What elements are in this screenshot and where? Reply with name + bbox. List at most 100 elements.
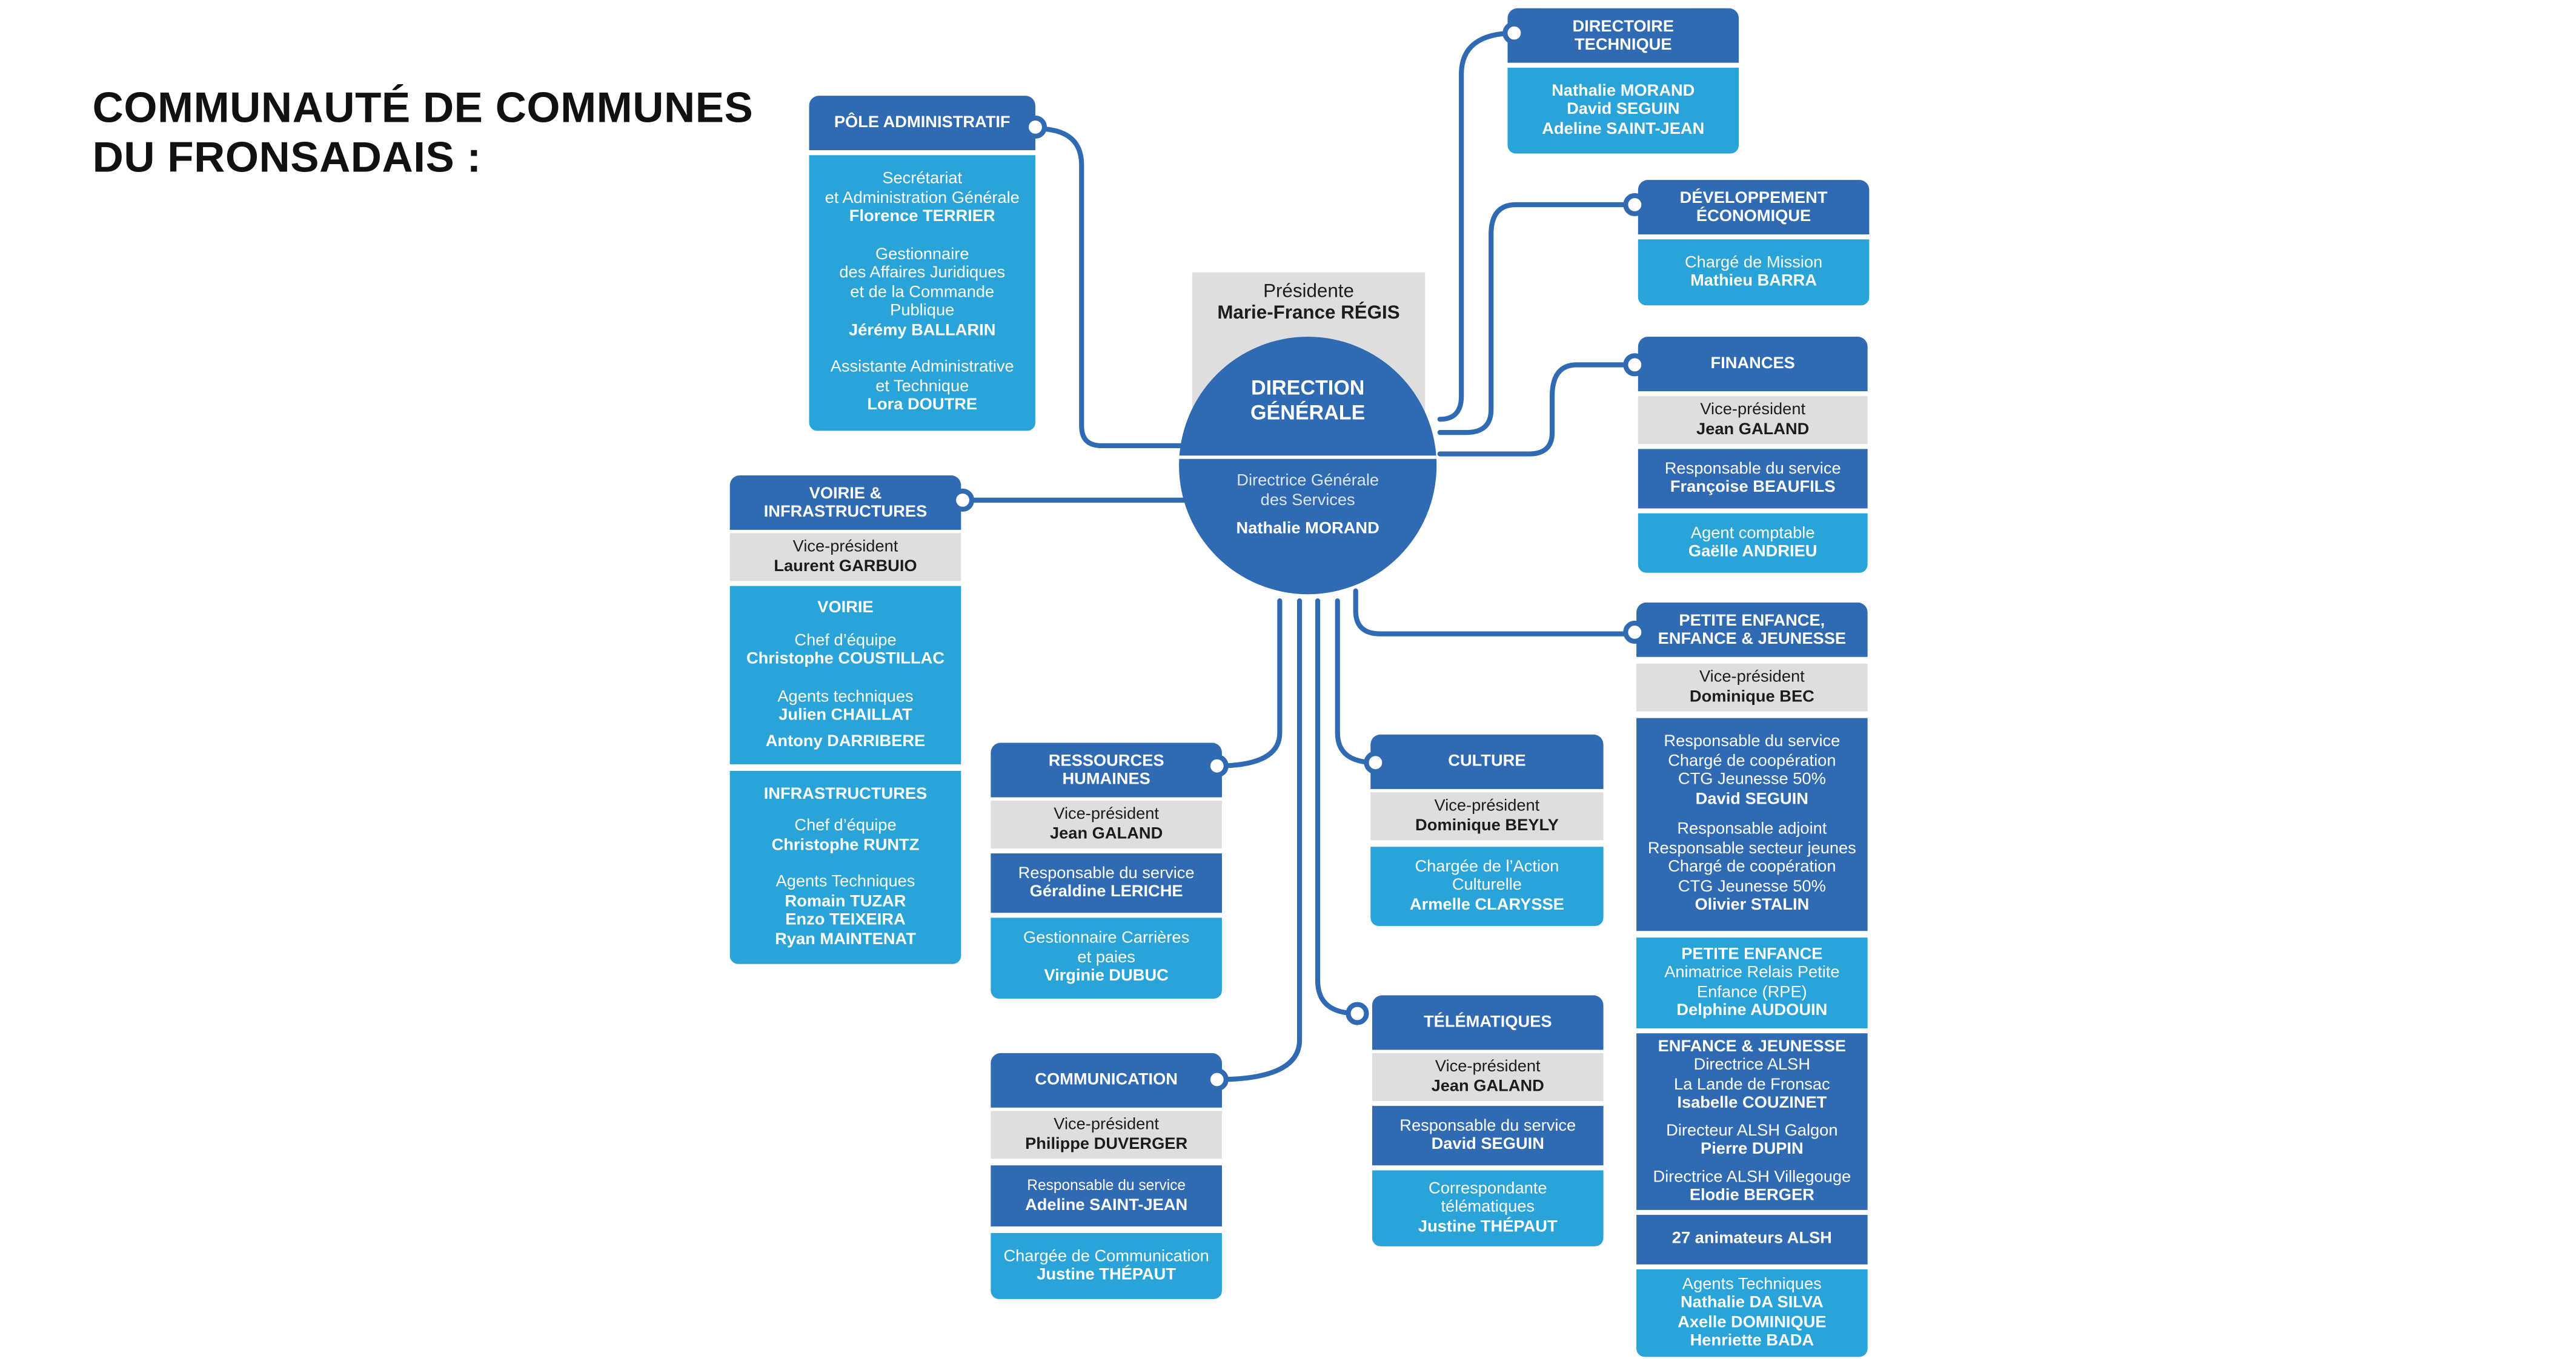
pole-admin-title: PÔLE ADMINISTRATIF (834, 114, 1011, 133)
pole-admin-name: Florence TERRIER (849, 208, 995, 227)
voirie-name: Antony DARRIBERE (765, 732, 926, 750)
culture-vp-name: Dominique BEYLY (1415, 816, 1559, 835)
rh-resp-role: Responsable du service (1018, 864, 1195, 882)
telematiques-header: TÉLÉMATIQUES (1372, 995, 1604, 1050)
dev-eco-header: DÉVELOPPEMENT ÉCONOMIQUE (1638, 180, 1870, 235)
finances-connector-dot (1623, 353, 1647, 377)
ej-line: Directrice ALSH (1693, 1056, 1811, 1075)
agents-line: Agents Techniques (1682, 1275, 1822, 1294)
communication-charge-role: Chargée de Communication (1003, 1247, 1209, 1266)
communication-resp-name: Adeline SAINT-JEAN (1025, 1195, 1188, 1214)
petite-enfance-resp: Responsable du service Chargé de coopéra… (1636, 718, 1868, 931)
pe-resp-line: CTG Jeunesse 50% (1678, 771, 1826, 790)
petite-enfance-title-2: ENFANCE & JEUNESSE (1658, 629, 1847, 648)
telematiques-corr-role: télématiques (1441, 1199, 1535, 1217)
pe-resp-line: Responsable du service (1664, 733, 1841, 752)
pole-admin-line: et Administration Générale (825, 189, 1020, 208)
pole-admin-name: Lora DOUTRE (867, 396, 978, 415)
pe-resp-line: CTG Jeunesse 50% (1678, 878, 1826, 896)
directoire-title-1: DIRECTOIRE (1572, 17, 1675, 36)
finances-agent-name: Gaëlle ANDRIEU (1688, 543, 1817, 561)
rh-gest-role: Gestionnaire Carrières (1023, 930, 1190, 948)
pe-section-title: PETITE ENFANCE (1681, 945, 1823, 964)
petite-enfance-agents: Agents Techniques Nathalie DA SILVA Axel… (1636, 1269, 1868, 1357)
pe-resp-line: Chargé de coopération (1668, 858, 1836, 877)
culture-vp: Vice-président Dominique BEYLY (1370, 792, 1604, 841)
communication-connector-dot (1205, 1068, 1229, 1091)
directoire-header: DIRECTOIRE TECHNIQUE (1507, 8, 1739, 63)
ej-line: La Lande de Fronsac (1674, 1075, 1830, 1094)
pole-admin-line: et de la Commande (850, 283, 995, 302)
infra-line: Agents Techniques (775, 873, 915, 892)
pole-admin-line: et Technique (875, 377, 969, 396)
pole-admin-line: Gestionnaire (875, 245, 969, 264)
pe-resp-name: David SEGUIN (1695, 790, 1809, 808)
title-line-1: COMMUNAUTÉ DE COMMUNES (92, 82, 754, 133)
infra-section-title: INFRASTRUCTURES (763, 785, 928, 804)
finances-title: FINANCES (1710, 355, 1795, 373)
pe-resp-name: Olivier STALIN (1695, 896, 1810, 915)
dev-eco-connector-dot (1623, 193, 1647, 217)
voirie-vp-role: Vice-président (792, 538, 898, 557)
finances-resp-name: Françoise BEAUFILS (1670, 478, 1836, 497)
telematiques-resp-role: Responsable du service (1399, 1116, 1576, 1135)
culture-title: CULTURE (1448, 752, 1526, 771)
petite-enfance-vp: Vice-président Dominique BEC (1636, 663, 1868, 712)
communication-resp: Responsable du service Adeline SAINT-JEA… (991, 1165, 1222, 1227)
telematiques-resp: Responsable du service David SEGUIN (1372, 1106, 1604, 1166)
communication-vp-role: Vice-président (1054, 1116, 1160, 1134)
telematiques-title: TÉLÉMATIQUES (1424, 1013, 1552, 1032)
pole-admin-name: Jérémy BALLARIN (849, 321, 996, 340)
pole-admin-connector-dot (1023, 115, 1047, 139)
rh-gest: Gestionnaire Carrières et paies Virginie… (991, 918, 1222, 999)
infra-line: Chef d’équipe (794, 817, 897, 836)
finances-header: FINANCES (1638, 337, 1868, 391)
voirie-vp-name: Laurent GARBUIO (774, 557, 917, 575)
communication-charge: Chargée de Communication Justine THÉPAUT (991, 1233, 1222, 1300)
rh-title-1: RESSOURCES (1048, 752, 1164, 770)
pe-resp-line: Chargé de coopération (1668, 752, 1836, 771)
voirie-header: VOIRIE & INFRASTRUCTURES (729, 475, 961, 530)
culture-role: Culturelle (1452, 876, 1522, 895)
voirie-section-title: VOIRIE (817, 599, 874, 618)
pole-admin-line: Secrétariat (882, 170, 963, 189)
pole-admin-line: Publique (890, 302, 955, 321)
rh-title-2: HUMAINES (1062, 770, 1150, 789)
circle-divider (1179, 455, 1437, 459)
petite-enfance-vp-name: Dominique BEC (1689, 687, 1814, 706)
president-role: Présidente (1263, 282, 1354, 302)
dev-eco-title-1: DÉVELOPPEMENT (1679, 189, 1828, 208)
culture-connector-dot (1364, 751, 1387, 775)
title-line-2: DU FRONSADAIS : (92, 132, 482, 182)
finances-vp-name: Jean GALAND (1696, 420, 1810, 438)
pole-admin-body: Secrétariat et Administration Générale F… (809, 155, 1035, 431)
pole-admin-header: PÔLE ADMINISTRATIF (809, 96, 1035, 151)
finances-vp: Vice-président Jean GALAND (1638, 396, 1868, 445)
rh-gest-role: et paies (1077, 948, 1135, 967)
directoire-name: Nathalie MORAND (1552, 82, 1695, 101)
pole-admin-line: Assistante Administrative (830, 359, 1014, 377)
communication-header: COMMUNICATION (991, 1053, 1222, 1108)
dev-eco-role: Chargé de Mission (1684, 253, 1823, 272)
rh-vp-role: Vice-président (1054, 805, 1160, 824)
communication-title: COMMUNICATION (1035, 1071, 1178, 1090)
petite-enfance-pe: PETITE ENFANCE Animatrice Relais Petite … (1636, 937, 1868, 1029)
directoire-connector-dot (1502, 21, 1526, 45)
voirie-section: VOIRIE Chef d’équipe Christophe COUSTILL… (729, 586, 961, 764)
agents-name: Nathalie DA SILVA (1680, 1294, 1824, 1312)
directoire-name: Adeline SAINT-JEAN (1542, 120, 1705, 139)
petite-enfance-header: PETITE ENFANCE, ENFANCE & JEUNESSE (1636, 602, 1868, 657)
voirie-line: Agents techniques (777, 687, 914, 706)
infra-name: Christophe RUNTZ (771, 836, 920, 855)
agents-name: Henriette BADA (1690, 1332, 1814, 1351)
ej-line: Directeur ALSH Galgon (1666, 1122, 1838, 1140)
ej-name: Elodie BERGER (1689, 1186, 1814, 1205)
direction-role-2: des Services (1260, 492, 1355, 511)
communication-vp: Vice-président Philippe DUVERGER (991, 1111, 1222, 1159)
directoire-name: David SEGUIN (1567, 101, 1680, 119)
agents-name: Axelle DOMINIQUE (1678, 1313, 1827, 1332)
pole-admin-line: des Affaires Juridiques (839, 264, 1006, 283)
directoire-body: Nathalie MORAND David SEGUIN Adeline SAI… (1507, 67, 1739, 154)
